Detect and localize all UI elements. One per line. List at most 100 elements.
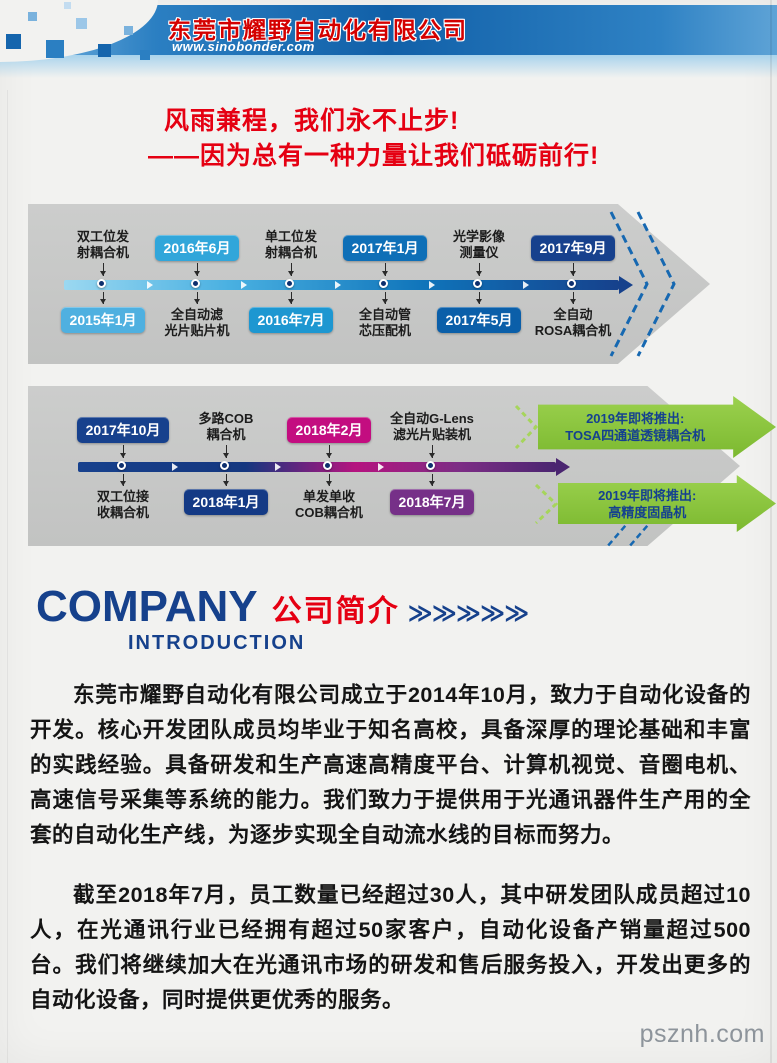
milestone-label: 光学影像 测量仪 (452, 229, 505, 260)
milestone-dot (219, 461, 229, 470)
decor-square (140, 50, 150, 60)
connector-line (193, 292, 200, 304)
line-chevron-icon (523, 281, 529, 289)
dashed-tail-icon (534, 483, 559, 525)
upcoming-arrow-1: 2019年即将推出: TOSA四通道透镜耦合机 (514, 396, 776, 458)
section-subtitle: INTRODUCTION (128, 632, 306, 654)
dashed-tail-icon (514, 404, 539, 450)
milestone-date-badge: 2017年10月 (76, 417, 170, 443)
company-section-heading: COMPANY 公司简介 ≫≫≫≫≫ INTRODUCTION (36, 582, 530, 655)
scan-edge (770, 0, 772, 1063)
decor-square (124, 26, 133, 35)
upcoming-title: 2019年即将推出: (598, 487, 697, 503)
slogan: 风雨兼程，我们永不止步! ——因为总有一种力量让我们砥砺前行! (148, 104, 599, 174)
section-title-cn: 公司简介 (271, 595, 400, 628)
timeline-arrow-tip (556, 458, 570, 476)
slogan-line-2: ——因为总有一种力量让我们砥砺前行! (148, 142, 600, 170)
milestone-dot (566, 279, 576, 288)
timeline-milestone: 全自动G-Lens 滤光片贴装机 2018年7月 (372, 386, 492, 546)
connector-line (287, 292, 294, 304)
connector-line (381, 263, 388, 276)
timeline-milestone: 2017年1月全自动管 芯压配机 (325, 204, 445, 364)
timeline-milestone: 双工位发 射耦合机 2015年1月 (43, 204, 163, 364)
connector-line (99, 292, 106, 304)
milestone-dot (322, 461, 332, 470)
milestone-date-badge: 2016年7月 (248, 307, 334, 333)
line-chevron-icon (241, 281, 247, 289)
line-chevron-icon (377, 463, 384, 471)
milestone-date-badge: 2018年1月 (183, 489, 269, 515)
timeline-milestone: 2017年9月全自动 ROSA耦合机 (513, 204, 633, 364)
milestone-dot (472, 279, 482, 288)
connector-line (119, 474, 126, 486)
milestone-label: 全自动滤 光片贴片机 (164, 307, 230, 338)
connector-line (99, 263, 106, 276)
line-chevron-icon (147, 281, 153, 289)
timeline-milestone: 光学影像 测量仪 2017年5月 (419, 204, 539, 364)
upcoming-product: TOSA四通道透镜耦合机 (565, 428, 706, 443)
scan-edge (7, 90, 8, 1063)
milestone-date-badge: 2015年1月 (60, 307, 146, 333)
decor-square (64, 2, 71, 9)
milestone-date-badge: 2017年1月 (342, 235, 428, 261)
decor-square (6, 34, 21, 49)
milestone-label: 全自动 ROSA耦合机 (534, 307, 612, 338)
green-arrow-shape: 2019年即将推出: TOSA四通道透镜耦合机 (538, 396, 776, 458)
header: 东莞市耀野自动化有限公司 www.sinobonder.com (0, 0, 777, 90)
connector-line (475, 263, 482, 276)
header-fade-strip (0, 55, 777, 78)
milestone-label: 全自动管 芯压配机 (358, 307, 411, 338)
line-chevron-icon (335, 281, 341, 289)
milestone-dot (96, 279, 106, 288)
connector-line (325, 474, 332, 486)
connector-line (193, 263, 200, 276)
timeline-1-axis (64, 276, 633, 294)
milestone-date-badge: 2016年6月 (154, 235, 240, 261)
connector-line (325, 445, 332, 458)
milestone-label: 双工位发 射耦合机 (76, 229, 129, 260)
milestone-dot (284, 279, 294, 288)
section-title-en: COMPANY (36, 582, 258, 631)
decor-square (76, 18, 87, 29)
upcoming-title: 2019年即将推出: (586, 411, 685, 426)
timeline-milestone: 2017年10月双工位接 收耦合机 (63, 386, 183, 546)
milestone-date-badge: 2017年9月 (530, 235, 616, 261)
connector-line (222, 474, 229, 486)
connector-line (287, 263, 294, 276)
green-arrow-shape: 2019年即将推出: 高精度固晶机 (558, 475, 776, 532)
milestone-date-badge: 2017年5月 (436, 307, 522, 333)
intro-paragraph-2: 截至2018年7月，员工数量已经超过30人，其中研发团队成员超过10人，在光通讯… (30, 883, 751, 1012)
connector-line (428, 474, 435, 486)
milestone-label: 多路COB 耦合机 (198, 411, 254, 442)
chevrons-decoration: ≫≫≫≫≫ (407, 600, 530, 627)
slogan-line-1: 风雨兼程，我们永不止步! (164, 107, 460, 135)
watermark: psznh.com (639, 1020, 765, 1048)
line-chevron-icon (274, 463, 281, 471)
milestone-label: 全自动G-Lens 滤光片贴装机 (390, 411, 474, 442)
decor-square (46, 40, 64, 58)
connector-line (569, 292, 576, 304)
connector-line (569, 263, 576, 276)
company-name: 东莞市耀野自动化有限公司 (168, 17, 468, 43)
connector-line (222, 445, 229, 458)
timeline-milestone: 2018年2月单发单收 COB耦合机 (269, 386, 389, 546)
dashed-chevron-icon (609, 211, 676, 357)
line-chevron-icon (429, 281, 435, 289)
upcoming-product: 高精度固晶机 (608, 504, 687, 520)
connector-line (428, 445, 435, 458)
timeline-milestone: 单工位发 射耦合机 2016年7月 (231, 204, 351, 364)
company-introduction: 东莞市耀野自动化有限公司成立于2014年10月，致力于自动化设备的开发。核心开发… (30, 678, 751, 1043)
connector-line (475, 292, 482, 304)
timeline-milestone: 2016年6月全自动滤 光片贴片机 (137, 204, 257, 364)
website-url: www.sinobonder.com (172, 39, 315, 54)
intro-paragraph-1: 东莞市耀野自动化有限公司成立于2014年10月，致力于自动化设备的开发。核心开发… (30, 683, 751, 847)
timeline-milestone: 多路COB 耦合机 2018年1月 (166, 386, 286, 546)
decor-square (98, 44, 111, 57)
milestone-label: 单工位发 射耦合机 (264, 229, 317, 260)
milestone-dot (425, 461, 435, 470)
timeline-2-axis (78, 458, 570, 476)
milestone-date-badge: 2018年7月 (389, 489, 475, 515)
line-chevron-icon (171, 463, 178, 471)
